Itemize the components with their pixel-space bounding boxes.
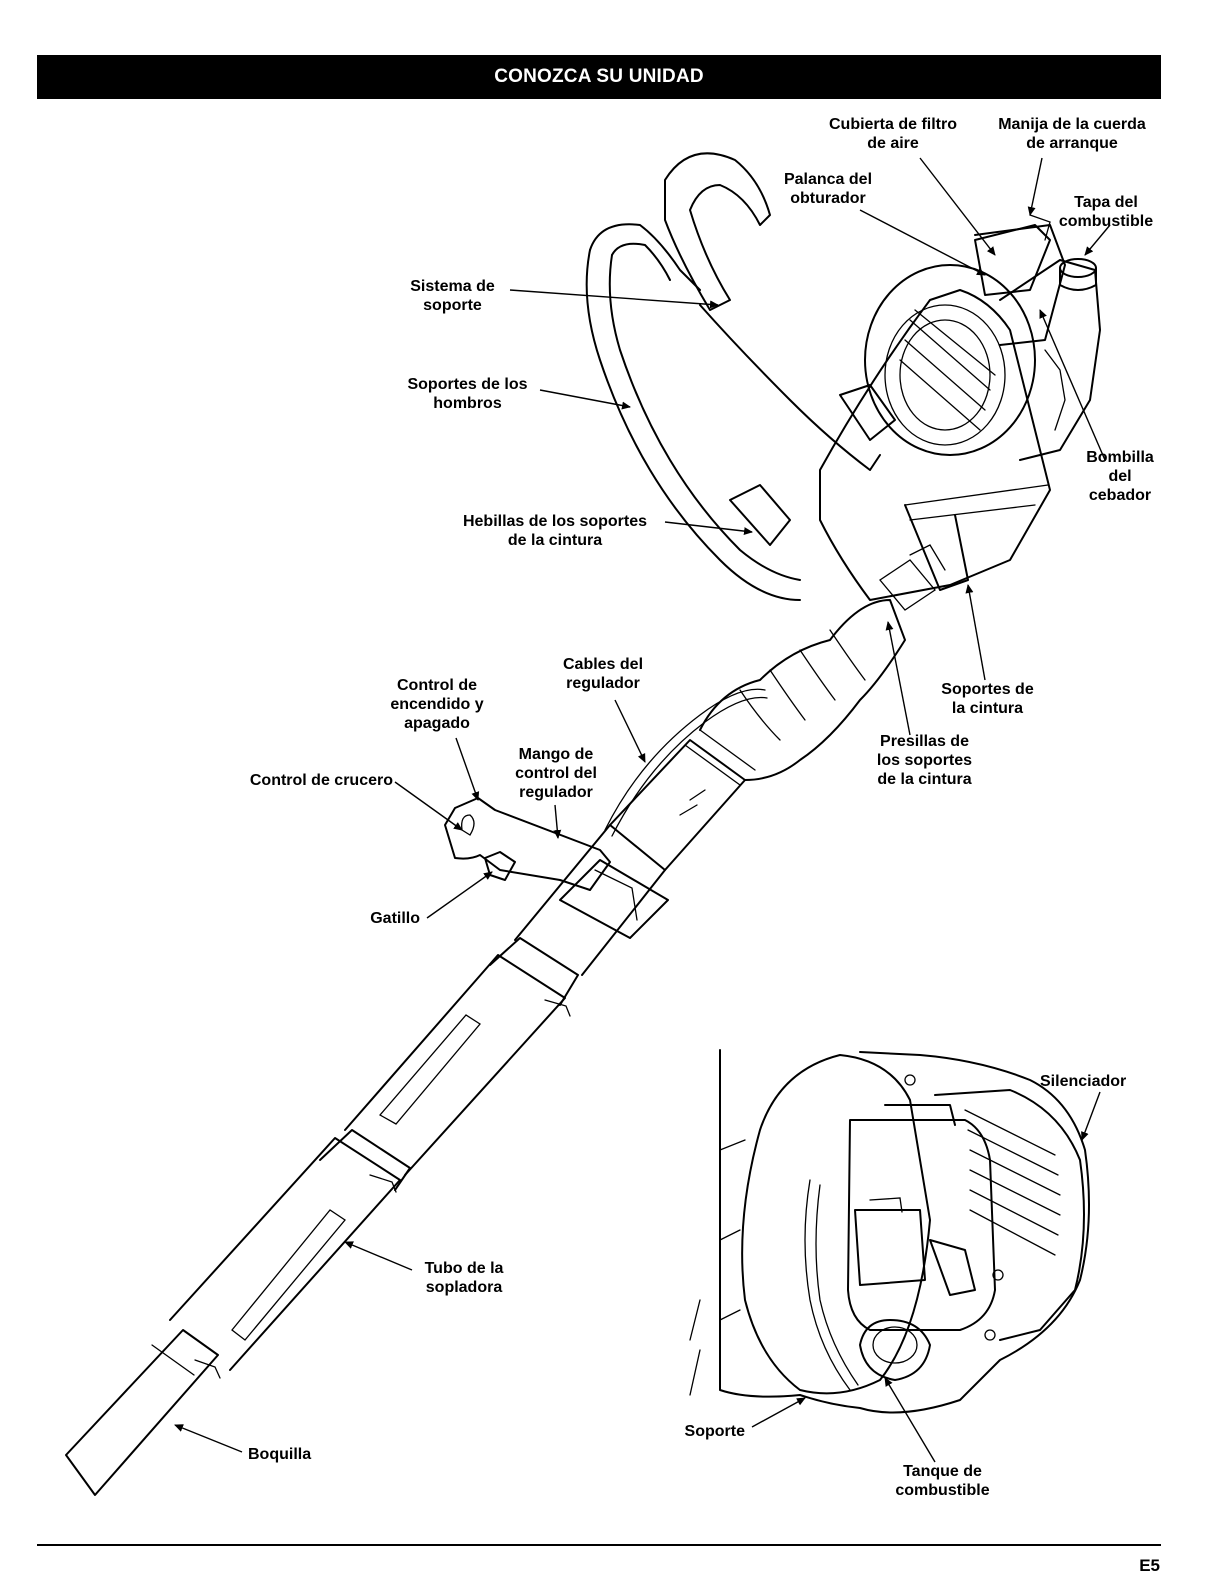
label-presillas-cintura: Presillas de los soportes de la cintura	[876, 733, 973, 788]
label-tanque-combustible: Tanque de combustible	[895, 1463, 990, 1499]
label-sistema-soporte: Sistema de soporte	[410, 278, 495, 314]
label-soportes-hombros: Soportes de los hombros	[407, 376, 528, 412]
label-hebillas-cintura: Hebillas de los soportes de la cintura	[462, 513, 648, 549]
label-cables-regulador: Cables del regulador	[562, 656, 644, 692]
footer-rule	[37, 1544, 1161, 1546]
label-tapa-combustible: Tapa del combustible	[1058, 194, 1154, 230]
label-soporte: Soporte	[684, 1423, 745, 1440]
label-cubierta-filtro: Cubierta de filtro de aire	[828, 116, 957, 152]
label-soportes-cintura: Soportes de la cintura	[941, 681, 1034, 717]
label-manija-cuerda: Manija de la cuerda de arranque	[998, 116, 1146, 152]
label-palanca-obturador: Palanca del obturador	[783, 171, 873, 207]
engine-inset-drawing	[689, 1049, 1090, 1414]
section-header: CONOZCA SU UNIDAD	[37, 55, 1161, 99]
label-silenciador: Silenciador	[1040, 1073, 1127, 1090]
label-tubo-sopladora: Tubo de la sopladora	[424, 1260, 504, 1296]
label-boquilla: Boquilla	[248, 1446, 312, 1463]
label-mango-control: Mango de control del regulador	[515, 746, 597, 801]
blower-tube-drawing	[65, 152, 1101, 1496]
label-gatillo: Gatillo	[370, 910, 420, 927]
page-number: E5	[1139, 1556, 1160, 1575]
leader-lines	[174, 157, 1111, 1463]
label-bombilla-cebador: Bombilla del cebador	[1086, 449, 1154, 504]
label-control-encendido: Control de encendido y apagado	[390, 677, 484, 732]
label-control-crucero: Control de crucero	[249, 772, 393, 789]
